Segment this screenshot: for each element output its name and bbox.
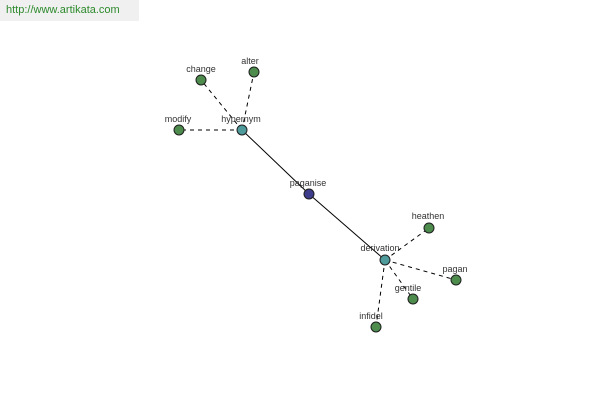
node-modify-dot[interactable] <box>173 124 185 136</box>
node-gentile[interactable]: gentile <box>395 283 422 305</box>
node-gentile-dot[interactable] <box>407 293 419 305</box>
graph-nodes: change alter modify heathen pagan gentile infi… <box>165 56 468 333</box>
node-modify[interactable]: modify <box>165 114 192 136</box>
edge-derivation-gentile <box>384 259 414 300</box>
watermark-url[interactable]: http://www.artikata.com <box>0 0 139 21</box>
node-modify-label: modify <box>165 114 192 124</box>
node-paganise-label: paganise <box>290 178 327 188</box>
node-alter-dot[interactable] <box>248 66 260 78</box>
node-hypernym-dot[interactable] <box>236 124 248 136</box>
node-derivation-dot[interactable] <box>379 254 391 266</box>
node-paganise-dot[interactable] <box>303 188 315 200</box>
node-heathen-dot[interactable] <box>423 222 435 234</box>
edge-hypernym-alter <box>241 71 255 131</box>
node-paganise[interactable]: paganise <box>290 178 327 200</box>
node-derivation-label: derivation <box>360 243 399 253</box>
node-change-label: change <box>186 64 216 74</box>
node-hypernym-label: hypernym <box>221 114 261 124</box>
node-pagan-label: pagan <box>442 264 467 274</box>
edge-hypernym-change <box>200 79 243 131</box>
node-derivation[interactable]: derivation <box>360 243 400 266</box>
node-alter[interactable]: alter <box>241 56 260 78</box>
node-change-dot[interactable] <box>195 74 207 86</box>
node-hypernym[interactable]: hypernym <box>221 114 261 136</box>
edge-derivation-heathen <box>384 227 430 261</box>
edge-paganise-hypernym <box>241 129 310 195</box>
graph-edges <box>179 71 457 328</box>
node-infidel-label: infidel <box>359 311 383 321</box>
node-change[interactable]: change <box>186 64 216 86</box>
node-infidel[interactable]: infidel <box>359 311 383 333</box>
node-pagan[interactable]: pagan <box>442 264 468 286</box>
node-heathen[interactable]: heathen <box>412 211 445 234</box>
node-pagan-dot[interactable] <box>450 274 462 286</box>
edge-derivation-infidel <box>375 259 386 328</box>
node-alter-label: alter <box>241 56 259 66</box>
node-gentile-label: gentile <box>395 283 422 293</box>
node-infidel-dot[interactable] <box>370 321 382 333</box>
node-heathen-label: heathen <box>412 211 445 221</box>
edge-paganise-derivation <box>308 193 386 261</box>
